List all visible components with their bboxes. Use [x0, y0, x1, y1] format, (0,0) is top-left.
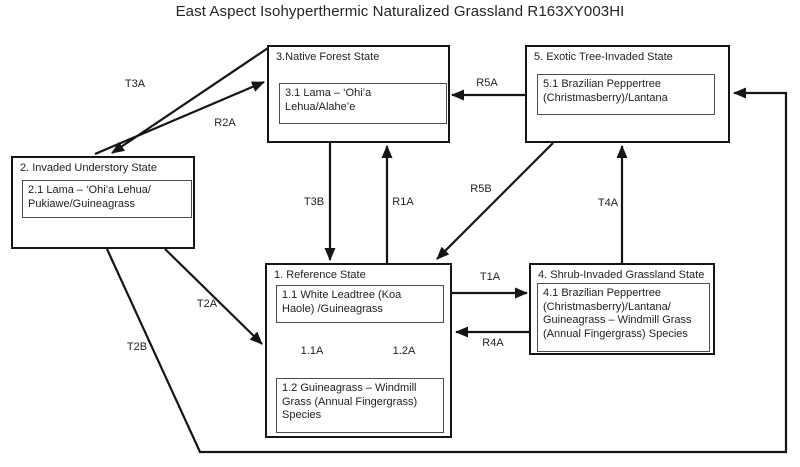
pathway-label-T3A: T3A: [124, 78, 146, 90]
community-text-4-1: 4.1 Brazilian Peppertree (Christmasberry…: [543, 287, 692, 340]
state-title-3: 3.Native Forest State: [276, 51, 380, 63]
state-box-native-forest: 3.Native Forest State 3.1 Lama – ‘Ohi’a …: [267, 45, 450, 143]
community-box-1-1: 1.1 White Leadtree (Koa Haole) /Guineagr…: [276, 285, 444, 323]
arrow-R2A: [94, 80, 265, 156]
community-box-3-1: 3.1 Lama – ‘Ohi’a Lehua/Alahe’e: [279, 83, 447, 124]
pathway-label-R5A: R5A: [476, 77, 498, 89]
arrow-T2B: [105, 87, 788, 454]
pathway-label-T2B: T2B: [126, 341, 148, 353]
pathway-label-R4A: R4A: [482, 337, 504, 349]
pathway-label-1-1A: 1.1A: [300, 345, 324, 357]
arrow-R5B: [436, 142, 554, 260]
pathway-label-R1A: R1A: [392, 196, 414, 208]
pathway-label-R5B: R5B: [470, 183, 492, 195]
community-box-2-1: 2.1 Lama – ‘Ohi’a Lehua/ Pukiawe/Guineag…: [22, 180, 192, 218]
community-box-1-2: 1.2 Guineagrass – Windmill Grass (Annual…: [276, 378, 444, 433]
state-title-4: 4. Shrub-Invaded Grassland State: [538, 269, 705, 281]
pathway-label-T4A: T4A: [597, 197, 619, 209]
community-text-1-2: 1.2 Guineagrass – Windmill Grass (Annual…: [282, 382, 418, 421]
pathway-label-T3B: T3B: [303, 196, 325, 208]
community-text-5-1: 5.1 Brazilian Peppertree (Christmasberry…: [543, 78, 668, 104]
pathway-label-R2A: R2A: [214, 117, 236, 129]
pathway-label-T2A: T2A: [196, 298, 218, 310]
community-text-3-1: 3.1 Lama – ‘Ohi’a Lehua/Alahe’e: [285, 87, 372, 113]
diagram-title: East Aspect Isohyperthermic Naturalized …: [175, 3, 625, 20]
state-box-shrub-invaded-grassland: 4. Shrub-Invaded Grassland State 4.1 Bra…: [529, 263, 715, 355]
community-text-1-1: 1.1 White Leadtree (Koa Haole) /Guineagr…: [282, 289, 402, 315]
state-title-2: 2. Invaded Understory State: [20, 162, 157, 174]
state-title-1: 1. Reference State: [274, 269, 366, 281]
arrow-T2A: [164, 248, 263, 345]
community-box-5-1: 5.1 Brazilian Peppertree (Christmasberry…: [537, 74, 715, 115]
state-box-exotic-tree-invaded: 5. Exotic Tree-Invaded State 5.1 Brazili…: [525, 45, 730, 143]
community-text-2-1: 2.1 Lama – ‘Ohi’a Lehua/ Pukiawe/Guineag…: [28, 184, 151, 210]
state-box-reference: 1. Reference State 1.1 White Leadtree (K…: [265, 263, 452, 438]
pathway-label-1-2A: 1.2A: [392, 345, 416, 357]
pathway-label-T1A: T1A: [479, 271, 501, 283]
community-box-4-1: 4.1 Brazilian Peppertree (Christmasberry…: [537, 283, 710, 352]
state-title-5: 5. Exotic Tree-Invaded State: [534, 51, 673, 63]
state-box-invaded-understory: 2. Invaded Understory State 2.1 Lama – ‘…: [11, 156, 195, 249]
